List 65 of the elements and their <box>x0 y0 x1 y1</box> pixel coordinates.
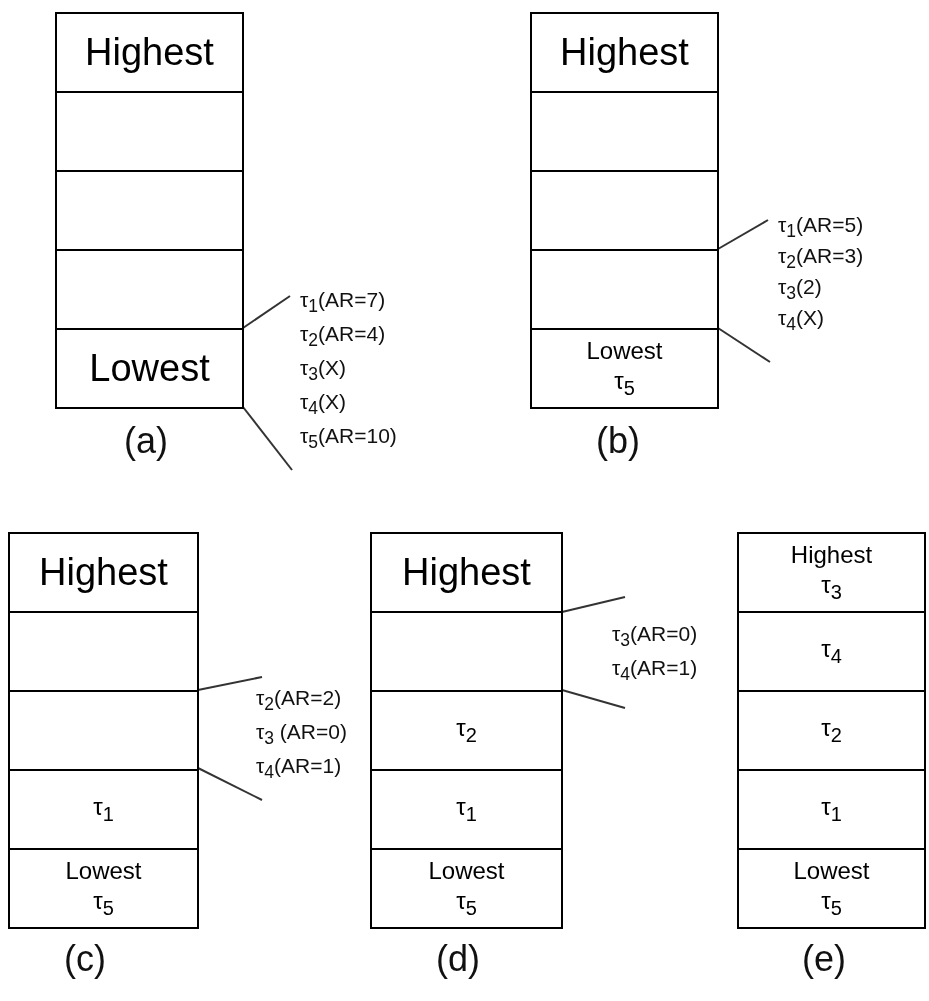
panel-caption: (a) <box>124 420 168 462</box>
cell-text: Lowest <box>793 856 870 887</box>
task-label: τ$_{4}$(X) <box>778 306 825 336</box>
stack-cell <box>530 328 719 409</box>
empty-stack-cell <box>55 170 244 251</box>
stack-cell <box>55 328 244 409</box>
cell-text: Highest <box>402 549 531 595</box>
cell-text: τ$_{2}$ <box>456 713 477 748</box>
task-label: τ$_{2}$(AR=2) <box>256 686 342 716</box>
stack-cell <box>8 769 199 850</box>
cell-text: Highest <box>39 549 168 595</box>
cell-text: τ$_{5}$ <box>93 886 114 921</box>
cell-text: Lowest <box>586 336 663 367</box>
task-label: τ$_{1}$(AR=5) <box>778 213 864 243</box>
empty-stack-cell <box>530 91 719 172</box>
cell-text: τ$_{5}$ <box>614 366 635 401</box>
panel-caption: (c) <box>64 938 106 980</box>
empty-stack-cell <box>530 249 719 330</box>
empty-stack-cell <box>370 611 563 692</box>
task-label: τ$_{3}$ (AR=0) <box>256 720 347 750</box>
cell-text: Lowest <box>428 856 505 887</box>
empty-stack-cell <box>8 690 199 771</box>
cell-text: τ$_{4}$ <box>821 634 842 669</box>
empty-stack-cell <box>530 170 719 251</box>
task-label: τ$_{2}$(AR=3) <box>778 244 864 274</box>
stack-cell <box>530 12 719 93</box>
task-label: τ$_{3}$(2) <box>778 275 822 305</box>
panel-caption: (b) <box>596 420 640 462</box>
stack-cell <box>370 769 563 850</box>
stack-cell <box>737 690 926 771</box>
cell-text: Highest <box>85 29 214 75</box>
cell-text: Highest <box>560 29 689 75</box>
cell-text: τ$_{1}$ <box>456 792 477 827</box>
empty-stack-cell <box>55 91 244 172</box>
stack-cell <box>737 769 926 850</box>
stack-cell <box>737 532 926 613</box>
cell-text: τ$_{3}$ <box>821 570 842 605</box>
cell-text: Lowest <box>65 856 142 887</box>
task-label: τ$_{2}$(AR=4) <box>300 322 386 352</box>
empty-stack-cell <box>8 611 199 692</box>
cell-text: Lowest <box>89 345 210 391</box>
cell-text: Highest <box>790 540 873 571</box>
stack-cell <box>8 848 199 929</box>
cell-text: τ$_{5}$ <box>821 886 842 921</box>
stack-cell <box>370 848 563 929</box>
task-label: τ$_{3}$(X) <box>300 356 347 386</box>
cell-text: τ$_{2}$ <box>821 713 842 748</box>
stack-cell <box>370 690 563 771</box>
task-label: τ$_{5}$(AR=10) <box>300 424 397 454</box>
task-label: τ$_{4}$(AR=1) <box>256 754 342 784</box>
stack-cell <box>737 848 926 929</box>
panel-caption: (e) <box>802 938 846 980</box>
cell-text: τ$_{5}$ <box>456 886 477 921</box>
cell-text: τ$_{1}$ <box>93 792 114 827</box>
empty-stack-cell <box>55 249 244 330</box>
cell-text: τ$_{1}$ <box>821 792 842 827</box>
task-label: τ$_{4}$(AR=1) <box>612 656 698 686</box>
stack-cell <box>55 12 244 93</box>
task-label: τ$_{3}$(AR=0) <box>612 622 698 652</box>
task-label: τ$_{4}$(X) <box>300 390 347 420</box>
stack-cell <box>737 611 926 692</box>
panel-caption: (d) <box>436 938 480 980</box>
stack-cell <box>8 532 199 613</box>
stack-cell <box>370 532 563 613</box>
task-label: τ$_{1}$(AR=7) <box>300 288 386 318</box>
